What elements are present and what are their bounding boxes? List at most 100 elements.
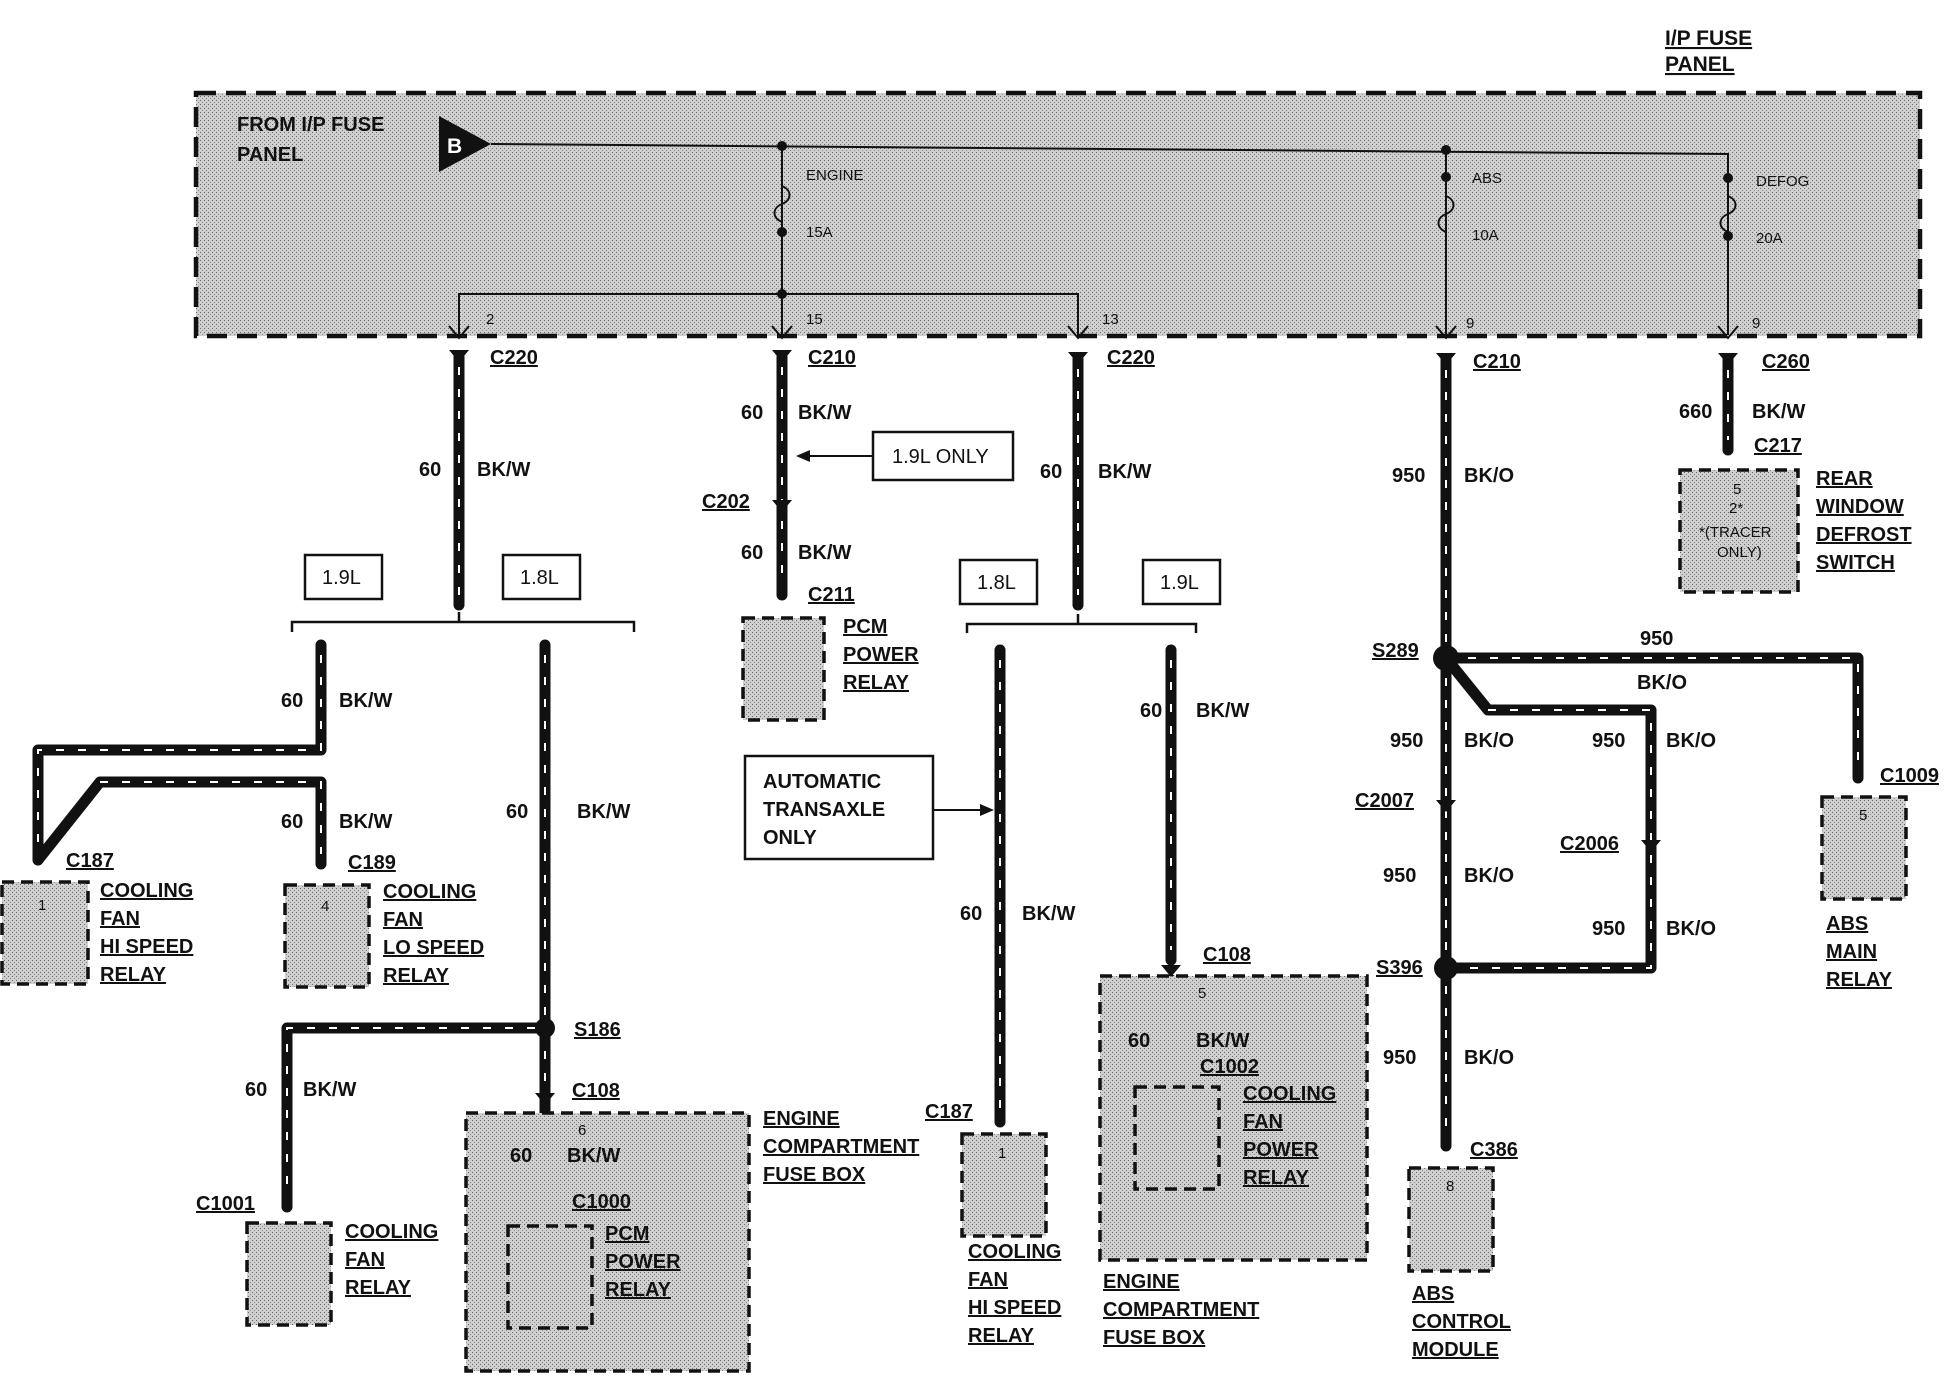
cooling-fan-lo-speed-relay-box: [283, 883, 371, 989]
option-box: [958, 558, 1039, 606]
cooling-fan-hi-speed-relay-box-right: [960, 1132, 1048, 1238]
abs-fuse-name: ABS: [1472, 170, 1502, 187]
fuse-node: [1723, 173, 1733, 183]
component-label: FAN: [345, 1249, 385, 1271]
wire-color: BK/O: [1637, 672, 1687, 694]
circuit-number: 950: [1383, 1047, 1416, 1069]
connector-label: C108: [572, 1080, 620, 1102]
tracer-note: *(TRACER: [1699, 524, 1772, 541]
component-label: FAN: [1243, 1111, 1283, 1133]
defog-fuse-rating: 20A: [1756, 230, 1783, 247]
circuit-number: 60: [1128, 1030, 1150, 1052]
component-label: RELAY: [605, 1279, 672, 1301]
connector-chevron-icon: [1436, 353, 1456, 365]
component-label: POWER: [1243, 1139, 1319, 1161]
fuse-node: [1441, 172, 1451, 182]
component-label: FAN: [383, 909, 423, 931]
component-label: RELAY: [968, 1325, 1035, 1347]
circuit-number: 60: [281, 690, 303, 712]
abs-control-module-box: [1407, 1166, 1495, 1273]
cooling-fan-power-relay-box: [1133, 1085, 1221, 1191]
connector-label: C217: [1754, 435, 1802, 457]
connector-label: S186: [574, 1019, 621, 1041]
circuit-number: 660: [1679, 401, 1712, 423]
component-label: WINDOW: [1816, 496, 1904, 518]
wire-color: BK/W: [339, 690, 392, 712]
component-label: LO SPEED: [383, 937, 484, 959]
circuit-number: 60: [1140, 700, 1162, 722]
pin-number: 6: [578, 1122, 586, 1139]
pcm-power-relay-box-bottom: [506, 1224, 594, 1330]
pin-number: 5: [1859, 807, 1867, 824]
wire-color: BK/O: [1464, 730, 1514, 752]
component-label: DEFROST: [1816, 524, 1912, 546]
component-label: COMPARTMENT: [763, 1136, 919, 1158]
component-label: RELAY: [345, 1277, 412, 1299]
fuse-node: [777, 141, 787, 151]
connector-label: C220: [1107, 347, 1155, 369]
component-label: COOLING: [100, 880, 193, 902]
option-label: 1.8L: [520, 567, 559, 589]
panel-label: FROM I/P FUSE: [237, 114, 384, 136]
connector-chevron-icon: [1436, 800, 1456, 812]
circuit-number: 950: [1592, 730, 1625, 752]
component-label: HI SPEED: [968, 1297, 1061, 1319]
option-label: 1.9L: [322, 567, 361, 589]
note-label: ONLY: [763, 827, 817, 849]
connector-chevron-icon: [449, 350, 469, 362]
component-label: CONTROL: [1412, 1311, 1511, 1333]
pin-number: 1: [38, 897, 46, 914]
wire-color: BK/W: [477, 459, 530, 481]
connector-label: C1002: [1200, 1056, 1259, 1078]
connector-label: C2007: [1355, 790, 1414, 812]
component-label: COOLING: [345, 1221, 438, 1243]
option-label: 1.8L: [977, 572, 1016, 594]
note-label: TRANSAXLE: [763, 799, 885, 821]
split-node: [777, 289, 787, 299]
wire-color: BK/W: [339, 811, 392, 833]
option-box: [303, 553, 384, 601]
component-label: FUSE BOX: [763, 1164, 866, 1186]
circuit-number: 60: [741, 542, 763, 564]
connector-label: C1001: [196, 1193, 255, 1215]
engine-fuse-name: ENGINE: [806, 167, 864, 184]
connector-label: C187: [66, 850, 114, 872]
circuit-number: 950: [1383, 865, 1416, 887]
connector-label: S289: [1372, 640, 1419, 662]
wire-color: BK/W: [303, 1079, 356, 1101]
connector-chevron-icon: [535, 1093, 555, 1105]
wire-color: BK/O: [1464, 465, 1514, 487]
component-label: ENGINE: [763, 1108, 840, 1130]
pin-number: 2*: [1729, 500, 1743, 517]
split-line: [458, 293, 1079, 335]
cooling-fan-hi-speed-relay-box-left: [0, 880, 90, 986]
wire-color: BK/W: [1196, 700, 1249, 722]
wire-color: BK/O: [1666, 730, 1716, 752]
note-label: AUTOMATIC: [763, 771, 881, 793]
connector-label: C108: [1203, 944, 1251, 966]
note-label: 1.9L ONLY: [892, 446, 989, 468]
pin-arrow-icon: [448, 325, 470, 340]
engine-fuse-icon: [773, 185, 791, 223]
connector-chevron-icon: [772, 500, 792, 512]
option-brace-left: [290, 612, 636, 632]
pin-arrow-icon: [1435, 325, 1457, 340]
connector-label: C386: [1470, 1139, 1518, 1161]
arrow-head-icon: [980, 804, 994, 816]
connector-label: C1000: [572, 1191, 631, 1213]
circuit-number: 60: [960, 903, 982, 925]
component-label: PCM: [843, 616, 887, 638]
circuit-number: 60: [510, 1145, 532, 1167]
pin-arrow-icon: [1717, 325, 1739, 340]
pin-number: 8: [1446, 1178, 1454, 1195]
connector-chevron-icon: [1068, 352, 1088, 364]
connector-label: C202: [702, 491, 750, 513]
bus-line: [490, 143, 1729, 172]
pin-number: 1: [998, 1145, 1006, 1162]
circuit-number: 950: [1640, 628, 1673, 650]
note-box: [743, 754, 935, 861]
pin-arrow-icon: [1067, 325, 1089, 340]
connector-label: C220: [490, 347, 538, 369]
abs-fuse-icon: [1437, 195, 1455, 233]
pin-number: 2: [486, 311, 494, 328]
